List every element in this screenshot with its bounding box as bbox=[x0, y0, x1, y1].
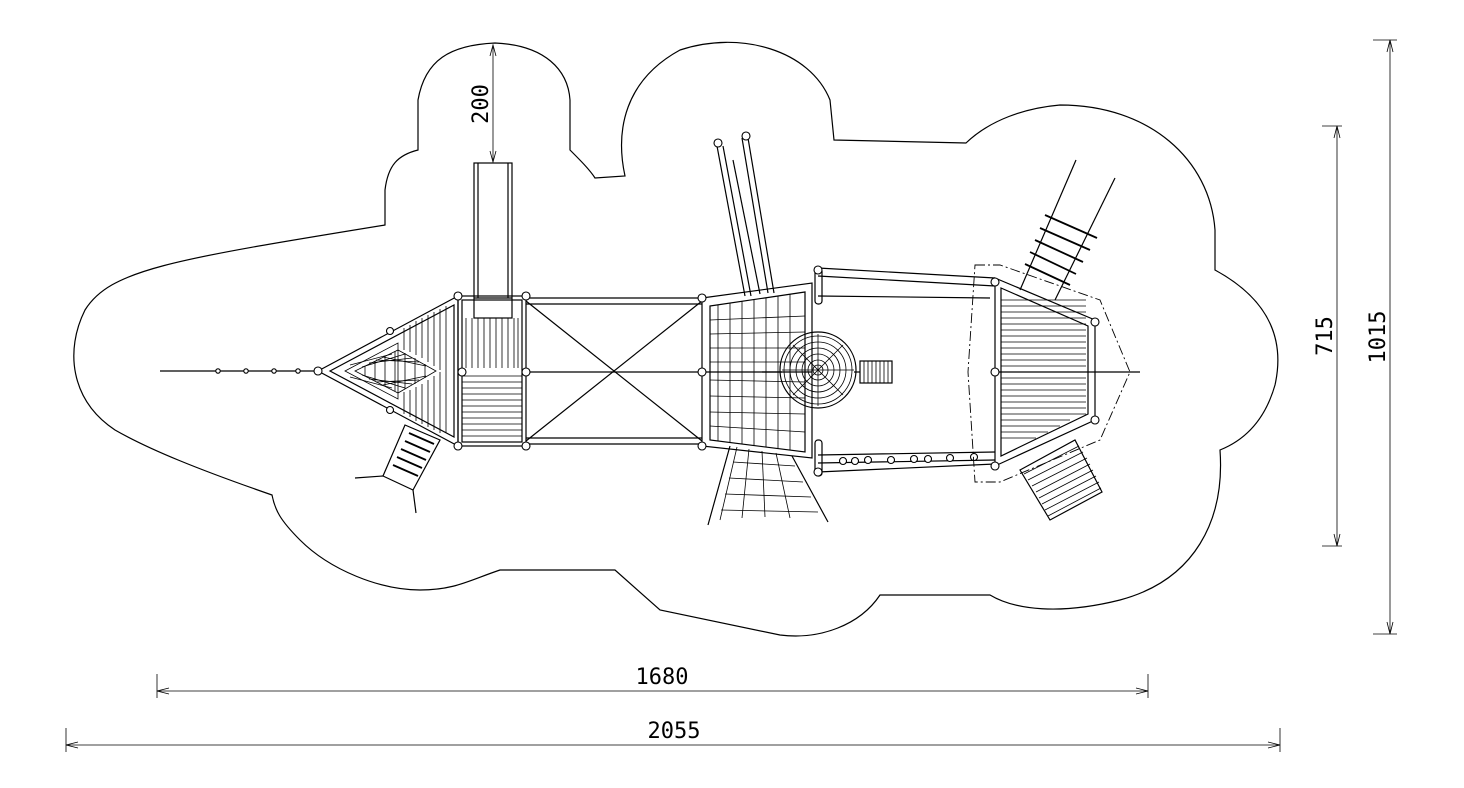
bottom-climbing-net bbox=[707, 445, 829, 526]
overall-width-label: 2055 bbox=[648, 719, 701, 744]
equipment-width-dimension: 1680 bbox=[156, 665, 1149, 698]
diagonal-poles bbox=[713, 131, 775, 297]
rope-knot bbox=[243, 368, 249, 374]
clearance-dimension: 200 bbox=[469, 43, 497, 164]
short-ladder bbox=[859, 360, 893, 384]
bow-deck-planks bbox=[403, 306, 447, 433]
pole-top bbox=[741, 131, 751, 141]
tower-deck-planks bbox=[462, 318, 522, 437]
overall-depth-label: 1015 bbox=[1366, 311, 1391, 364]
bow-deck bbox=[316, 294, 459, 448]
rope-knot bbox=[215, 368, 221, 374]
clearance-label: 200 bbox=[469, 84, 494, 124]
ladder-steps bbox=[354, 424, 441, 514]
equipment-depth-label: 715 bbox=[1313, 316, 1338, 356]
slide bbox=[473, 162, 513, 319]
overall-width-dimension: 2055 bbox=[65, 719, 1281, 752]
rope-knot bbox=[295, 368, 301, 374]
overall-depth-dimension: 1015 bbox=[1366, 39, 1397, 635]
net-grid-section bbox=[701, 282, 813, 459]
equipment-width-label: 1680 bbox=[636, 665, 689, 690]
posts bbox=[453, 265, 1100, 477]
safety-zone-outline bbox=[73, 41, 1279, 637]
stern-top-ladder bbox=[1019, 159, 1116, 301]
equipment-depth-dimension: 715 bbox=[1313, 125, 1342, 547]
rope-knot bbox=[271, 368, 277, 374]
post bbox=[385, 405, 395, 415]
stern-bottom-steps bbox=[1019, 439, 1103, 521]
pole-top bbox=[713, 138, 723, 148]
stern-deck bbox=[994, 277, 1140, 467]
hull-section bbox=[814, 267, 996, 477]
baluster-row bbox=[838, 452, 979, 466]
round-turret bbox=[779, 331, 857, 409]
post bbox=[313, 366, 323, 376]
bow-climbing-net bbox=[354, 349, 437, 394]
post bbox=[385, 326, 395, 336]
bridge bbox=[525, 297, 703, 445]
stern-zone-outline bbox=[967, 264, 1131, 483]
